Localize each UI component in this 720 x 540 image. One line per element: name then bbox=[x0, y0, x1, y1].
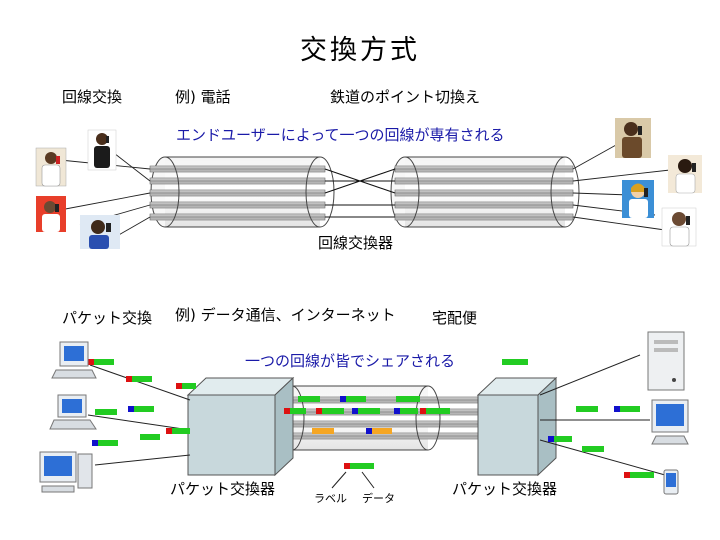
packet bbox=[582, 446, 604, 452]
data-annotation: データ bbox=[362, 492, 395, 505]
person-on-phone-icon bbox=[615, 118, 651, 158]
packet bbox=[502, 359, 528, 365]
packet-switch-right-label: パケット交換器 bbox=[452, 480, 558, 498]
packet bbox=[420, 408, 450, 414]
packet bbox=[176, 383, 196, 389]
person-on-phone-icon bbox=[622, 180, 654, 218]
packet bbox=[166, 428, 190, 434]
circuit-heading: 回線交換 bbox=[62, 88, 123, 106]
packet-legend bbox=[331, 463, 375, 489]
packet bbox=[95, 409, 117, 415]
packet bbox=[396, 396, 420, 402]
packet-cable bbox=[277, 385, 479, 451]
label-annotation: ラベル bbox=[314, 492, 347, 505]
circuit-left-cable bbox=[149, 156, 335, 228]
packet bbox=[614, 406, 640, 412]
packet-caption: 一つの回線が皆でシェアされる bbox=[245, 352, 456, 370]
person-on-phone-icon bbox=[668, 155, 702, 194]
circuit-switch-label: 回線交換器 bbox=[318, 234, 394, 252]
computer-icon bbox=[49, 394, 97, 430]
person-on-phone-icon bbox=[87, 129, 117, 171]
packet bbox=[92, 440, 118, 446]
computer-icon bbox=[647, 331, 685, 391]
circuit-analogy: 鉄道のポイント切換え bbox=[330, 88, 481, 106]
circuit-example: 例) 電話 bbox=[175, 88, 231, 106]
packet bbox=[298, 396, 320, 402]
packet bbox=[316, 408, 344, 414]
person-on-phone-icon bbox=[35, 147, 67, 187]
person-on-phone-icon bbox=[36, 196, 66, 232]
packet bbox=[88, 359, 114, 365]
computer-icon bbox=[651, 399, 689, 445]
person-on-phone-icon bbox=[661, 207, 697, 247]
packet bbox=[340, 396, 366, 402]
packet bbox=[394, 408, 418, 414]
computer-icon bbox=[51, 341, 97, 379]
circuit-caption: エンドユーザーによって一つの回線が専有される bbox=[176, 126, 505, 144]
switch-box-icon bbox=[186, 376, 295, 477]
packet bbox=[312, 428, 334, 434]
page-title: 交換方式 bbox=[300, 35, 420, 66]
packet-switch-left-label: パケット交換器 bbox=[170, 480, 276, 498]
packet bbox=[284, 408, 306, 414]
computer-icon bbox=[663, 469, 679, 495]
packet bbox=[140, 434, 160, 440]
switch-box-icon bbox=[476, 376, 558, 477]
person-on-phone-icon bbox=[80, 215, 120, 249]
packet-example: 例) データ通信、インターネット bbox=[175, 306, 396, 324]
packets bbox=[88, 359, 654, 478]
packet-links bbox=[87, 354, 666, 476]
packet bbox=[128, 406, 154, 412]
packet-analogy: 宅配便 bbox=[432, 309, 478, 327]
packet bbox=[126, 376, 152, 382]
packet bbox=[366, 428, 392, 434]
circuit-right-cable bbox=[390, 156, 580, 228]
packet bbox=[352, 408, 380, 414]
packet-heading: パケット交換 bbox=[62, 309, 153, 327]
packet bbox=[624, 472, 654, 478]
packet bbox=[576, 406, 598, 412]
packet bbox=[548, 436, 572, 442]
circuit-switch-crossing bbox=[324, 168, 396, 218]
computer-icon bbox=[39, 451, 93, 493]
